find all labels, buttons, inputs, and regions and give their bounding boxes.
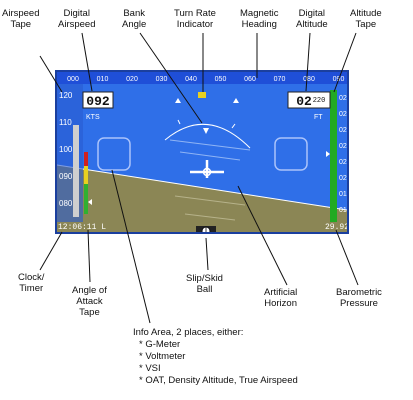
heading-tick-label: 020 [126,76,138,83]
aoa-tape-green [84,184,88,214]
baro-text: 29.92 [325,223,349,232]
pitch-marker [233,98,239,103]
label-altitude-tape: Altitude Tape [350,8,382,30]
digital-altitude-small: 220 [313,97,326,105]
pitch-line [169,139,251,151]
bank-tick [177,119,181,125]
label-baro-pressure: Barometric Pressure [336,287,382,309]
label-bank-angle: Bank Angle [122,8,147,30]
heading-strip [57,72,347,84]
airspeed-tick-label: 080 [59,199,73,208]
ground [57,165,347,232]
info-area-right [274,137,308,171]
heading-tick-label: 070 [274,76,286,83]
horizon-line [57,164,347,211]
heading-tick-label: 010 [97,76,109,83]
altitude-tick-label: 021 [339,159,351,166]
heading-tick-label: 000 [67,76,79,83]
altitude-tick-label: 022 [339,143,351,150]
pitch-line [179,151,241,161]
altitude-tape [330,90,337,222]
info-area-item: * Voltmeter [139,351,186,362]
info-area-item: * VSI [139,363,161,374]
label-magnetic-heading: Magnetic Heading [240,8,279,30]
digital-airspeed-value: 092 [86,94,110,109]
label-digital-altitude: Digital Altitude [296,8,328,30]
altitude-tick-label: 024 [339,111,351,118]
info-area-title: Info Area, 2 places, either: [133,327,244,338]
digital-airspeed-box [82,91,114,109]
bank-pointer [203,128,209,134]
info-area-item: * G-Meter [139,339,181,350]
airspeed-tick-label: 090 [59,172,73,181]
heading-tick-label: 040 [185,76,197,83]
heading-tick-label: 060 [244,76,256,83]
aoa-tape-red [84,152,88,166]
label-angle-of-attack: Angle of Attack Tape [72,285,107,318]
aircraft-symbol [190,160,224,178]
info-area-left [97,137,131,171]
pitch-line [174,195,246,206]
info-area-description: Info Area, 2 places, either: * G-Meter *… [133,327,298,387]
altitude-tick-label: 018 [339,207,351,214]
label-airspeed-tape: Airspeed Tape [2,8,40,30]
altitude-tick-label: 023 [339,127,351,134]
airspeed-tick-label: 100 [59,145,73,154]
digital-altitude-box [287,91,331,109]
airspeed-unit: KTS [86,114,100,121]
turn-rate-marker [198,92,206,98]
bank-angle-arc [164,123,251,149]
leader-lines [39,32,359,324]
altitude-bug [326,151,330,157]
heading-tick-label: 080 [303,76,315,83]
aoa-pointer [88,199,92,205]
info-area-item: * OAT, Density Altitude, True Airspeed [139,375,298,386]
altitude-tick-label: 020 [339,175,351,182]
digital-altitude-value: 02 [296,94,312,109]
clock-text: 12:06:11 L [58,223,106,232]
heading-tick-label: 030 [156,76,168,83]
airspeed-tick-label: 120 [59,91,73,100]
airspeed-tick-label: 110 [59,118,72,127]
altitude-unit: FT [314,114,323,121]
altitude-tick-label: 019 [339,191,351,198]
label-artificial-horizon: Artificial Horizon [264,287,298,309]
aoa-tape-gray [73,125,79,217]
label-slip-skid: Slip/Skid Ball [186,273,223,295]
altitude-tick-label: 025 [339,95,351,102]
label-turn-rate: Turn Rate Indicator [174,8,216,30]
label-digital-airspeed: Digital Airspeed [58,8,96,30]
aoa-tape-yellow [84,166,88,184]
heading-tick-label: 050 [215,76,227,83]
pitch-line [184,213,236,221]
label-clock-timer: Clock/ Timer [18,272,45,294]
bank-tick [231,123,236,129]
pitch-marker [175,98,181,103]
